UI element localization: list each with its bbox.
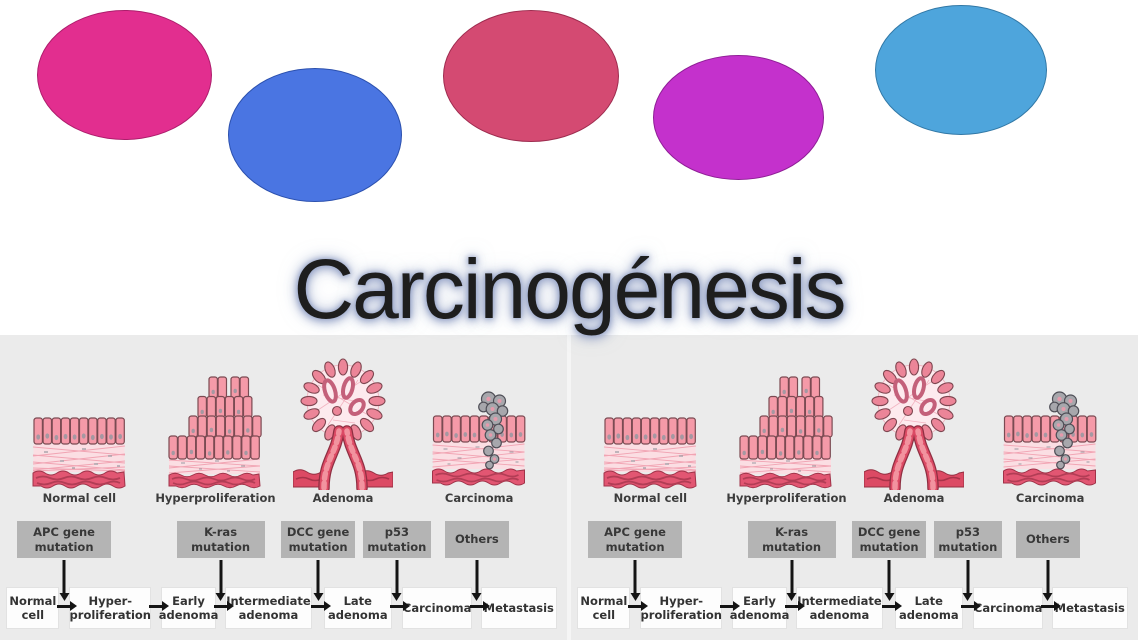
mutation-box-dcc: DCC gene mutation: [852, 521, 927, 558]
carcinogenesis-panel: Normal cell Hyperproliferation Adenoma C…: [0, 335, 567, 640]
carcinoma-illustration: [1003, 391, 1097, 486]
mutation-box-kras: K-ras mutation: [176, 521, 265, 558]
mutation-box-others: Others: [1015, 521, 1080, 558]
arrow-down-icon: [219, 560, 223, 593]
mutation-box-apc: APC gene mutation: [588, 521, 683, 558]
ellipse-blue: [228, 68, 402, 202]
diagram-copy-left: Normal cell Hyperproliferation Adenoma C…: [0, 335, 567, 640]
mutation-box-others: Others: [444, 521, 509, 558]
figure-label-normal-cell: Normal cell: [613, 491, 688, 505]
flow-box-normal-cell: Normal cell: [578, 588, 630, 628]
arrow-down-icon: [633, 560, 637, 593]
flow-box-hyperproliferation: Hyper- proliferation: [641, 588, 722, 628]
arrow-right-icon: [719, 605, 734, 608]
mutation-box-kras: K-ras mutation: [747, 521, 836, 558]
arrow-right-icon: [882, 605, 897, 608]
arrow-down-icon: [475, 560, 479, 593]
figure-label-carcinoma: Carcinoma: [444, 491, 514, 505]
arrow-right-icon: [469, 605, 484, 608]
flow-box-metastasis: Metastasis: [1052, 588, 1127, 628]
arrow-right-icon: [1040, 605, 1055, 608]
arrow-right-icon: [311, 605, 326, 608]
ellipse-pink: [37, 10, 212, 140]
mutation-box-p53: p53 mutation: [362, 521, 431, 558]
panel-divider: [567, 335, 571, 640]
carcinoma-illustration: [432, 391, 526, 486]
carcinogenesis-panel: Normal cell Hyperproliferation Adenoma C…: [571, 335, 1138, 640]
flow-box-late-adenoma: Late adenoma: [324, 588, 391, 628]
adenoma-illustration: [293, 358, 394, 490]
ellipse-light-blue: [875, 5, 1047, 135]
figure-label-hyperproliferation: Hyperproliferation: [726, 491, 847, 505]
flow-box-early-adenoma: Early adenoma: [159, 588, 218, 628]
figure-label-hyperproliferation: Hyperproliferation: [155, 491, 276, 505]
arrow-right-icon: [148, 605, 163, 608]
arrow-down-icon: [395, 560, 399, 593]
mutation-box-p53: p53 mutation: [933, 521, 1002, 558]
figure-label-adenoma: Adenoma: [883, 491, 945, 505]
arrow-right-icon: [389, 605, 404, 608]
arrow-down-icon: [1046, 560, 1050, 593]
flow-box-intermediate-adenoma: Intermediate adenoma: [226, 588, 311, 628]
hyperproliferation-illustration: [739, 376, 834, 489]
diagram-copy-right: Normal cell Hyperproliferation Adenoma C…: [571, 335, 1138, 640]
flow-box-late-adenoma: Late adenoma: [895, 588, 962, 628]
flow-box-normal-cell: Normal cell: [7, 588, 59, 628]
arrow-down-icon: [62, 560, 66, 593]
carcinogenesis-diagram-strip: Normal cell Hyperproliferation Adenoma C…: [0, 335, 1138, 640]
adenoma-illustration: [864, 358, 965, 490]
ellipse-crimson: [443, 10, 619, 142]
flow-box-hyperproliferation: Hyper- proliferation: [70, 588, 151, 628]
arrow-down-icon: [316, 560, 320, 593]
flow-box-intermediate-adenoma: Intermediate adenoma: [797, 588, 882, 628]
figure-label-adenoma: Adenoma: [312, 491, 374, 505]
arrow-right-icon: [784, 605, 799, 608]
arrow-down-icon: [887, 560, 891, 593]
figure-label-normal-cell: Normal cell: [42, 491, 117, 505]
page-title: Carcinogénesis: [293, 242, 847, 336]
arrow-right-icon: [628, 605, 643, 608]
normal-cell-illustration: [603, 417, 697, 489]
hyperproliferation-illustration: [168, 376, 263, 489]
flow-box-carcinoma: Carcinoma: [974, 588, 1042, 628]
flow-box-early-adenoma: Early adenoma: [730, 588, 789, 628]
mutation-box-apc: APC gene mutation: [17, 521, 112, 558]
arrow-down-icon: [966, 560, 970, 593]
mutation-box-dcc: DCC gene mutation: [281, 521, 356, 558]
figure-label-carcinoma: Carcinoma: [1015, 491, 1085, 505]
flow-box-metastasis: Metastasis: [481, 588, 556, 628]
arrow-right-icon: [960, 605, 975, 608]
slide-top-area: Carcinogénesis: [37, 5, 1047, 336]
flow-box-carcinoma: Carcinoma: [403, 588, 471, 628]
arrow-right-icon: [57, 605, 72, 608]
normal-cell-illustration: [32, 417, 126, 489]
arrow-down-icon: [790, 560, 794, 593]
ellipse-purple: [653, 55, 824, 180]
arrow-right-icon: [213, 605, 228, 608]
